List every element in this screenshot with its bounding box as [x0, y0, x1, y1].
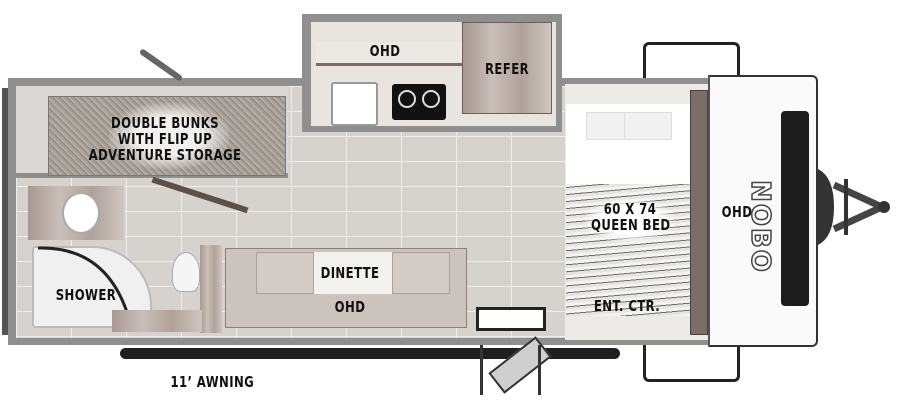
bed-size-label: 60 X 74: [603, 200, 657, 218]
toilet-icon[interactable]: [172, 252, 200, 292]
bunks-label-line: DOUBLE BUNKS: [111, 114, 219, 132]
kitchen-sink-icon[interactable]: [331, 82, 378, 126]
entry-door[interactable]: [476, 307, 546, 331]
bed-label-bg: [585, 198, 675, 242]
ent-ctr-label: ENT. CTR.: [593, 297, 661, 315]
bunks-label-line: ADVENTURE STORAGE: [88, 145, 242, 164]
nobo-logo-text: NOBO: [744, 179, 776, 274]
refer-label: REFER: [485, 60, 529, 78]
kitchen-ohd-label: OHD: [369, 42, 401, 60]
rear-door-handle[interactable]: [138, 48, 184, 82]
dinette-seat-left[interactable]: [256, 252, 314, 294]
shower-door-icon: [37, 246, 133, 327]
dinette-label: DINETTE: [320, 264, 380, 282]
nobo-logo: NOBO: [744, 172, 776, 282]
tire-bracket-top: [643, 42, 740, 82]
tire-bracket-bottom: [643, 342, 740, 382]
bath-step: [112, 310, 202, 332]
dinette-table[interactable]: [314, 252, 392, 294]
pillow-right: [624, 112, 672, 140]
awning-label: 11’ AWNING: [170, 373, 255, 391]
hitch-icon: [818, 169, 890, 245]
queen-bed-label: 60 X 74 QUEEN BED: [591, 200, 671, 234]
front-ohd-label: OHD: [721, 203, 753, 221]
bath-sink-icon[interactable]: [62, 192, 100, 234]
bath-wall: [200, 245, 222, 333]
awning-rail: [120, 348, 620, 359]
bunks-label: DOUBLE BUNKS WITH FLIP UP ADVENTURE STOR…: [83, 114, 247, 164]
double-bunks[interactable]: [48, 96, 286, 176]
front-window: [781, 111, 809, 306]
dinette-ohd-label: OHD: [334, 298, 366, 316]
kitchen-ohd[interactable]: [316, 42, 462, 66]
step-leg-left: [480, 345, 483, 395]
dinette-seat-right[interactable]: [392, 252, 450, 294]
refrigerator[interactable]: [462, 22, 552, 114]
step-leg-right: [538, 345, 541, 395]
bed-type-label: QUEEN BED: [591, 215, 671, 234]
stove-icon[interactable]: [392, 84, 446, 120]
wardrobe[interactable]: [690, 90, 708, 335]
rear-wall: [2, 88, 10, 335]
bunks-label-line: WITH FLIP UP: [117, 129, 213, 148]
shower-label: SHOWER: [55, 286, 117, 304]
